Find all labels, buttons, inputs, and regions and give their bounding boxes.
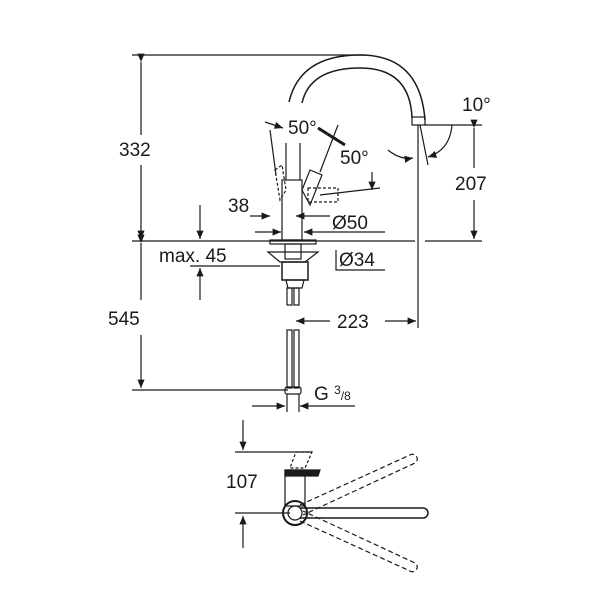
dim-332: 332 <box>119 140 151 161</box>
dim-hole-diameter: Ø34 <box>339 250 375 271</box>
dim-thread: G 3/8 <box>314 384 351 404</box>
dim-207: 207 <box>455 174 487 195</box>
dim-107: 107 <box>226 472 258 493</box>
faucet-side-view <box>266 54 426 412</box>
dim-545: 545 <box>108 309 140 330</box>
dim-38: 38 <box>228 196 250 217</box>
dim-body-diameter: Ø50 <box>332 213 368 234</box>
thread-den: /8 <box>340 389 351 403</box>
dim-lever-angle-1: 50° <box>288 118 317 139</box>
thread-num: 3 <box>334 383 341 397</box>
dimension-arrows <box>137 53 478 410</box>
faucet-top-view <box>235 420 429 573</box>
extension-lines <box>132 54 482 391</box>
dim-spout-angle: 10° <box>462 95 491 116</box>
dim-223: 223 <box>337 312 369 333</box>
dim-max-45: max. 45 <box>159 246 227 267</box>
thread-g: G <box>314 384 329 405</box>
dim-lever-angle-2: 50° <box>340 148 369 169</box>
